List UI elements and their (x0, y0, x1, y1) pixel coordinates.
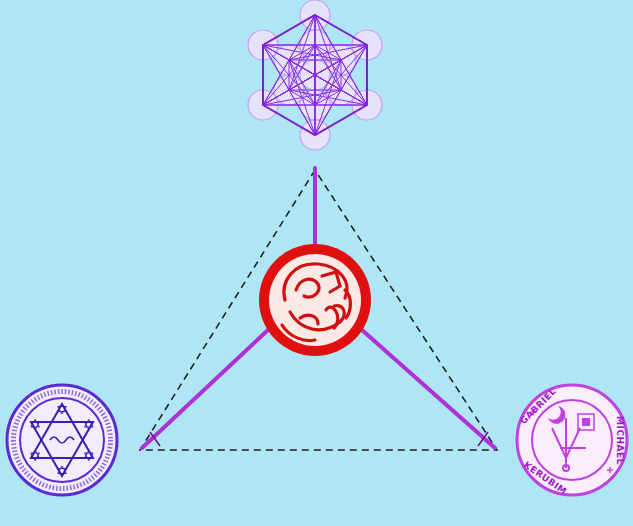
seal-sigil (282, 264, 350, 341)
small-star (85, 420, 94, 430)
seal-inner-ring (532, 400, 612, 480)
dashed-triangle (140, 170, 497, 450)
hexagram-seal (7, 385, 117, 495)
ring-inscription: GABRIEL (519, 387, 559, 427)
small-star (58, 404, 67, 414)
energy-beams (142, 168, 495, 448)
square-emblem (578, 414, 594, 430)
sigil-stroke (322, 272, 340, 292)
cube-line (263, 45, 367, 105)
archangel-seal (517, 385, 627, 495)
cube-line (289, 45, 367, 60)
sigil-stroke (560, 447, 586, 449)
emblem-square (578, 414, 594, 430)
seal-inner-ring (20, 398, 104, 482)
beam-tick (478, 432, 488, 446)
cube-line (263, 105, 367, 106)
sigil-stroke (300, 315, 318, 324)
sigil-stroke (284, 264, 347, 300)
hexagram-triangle (31, 422, 93, 476)
sigil-stroke (345, 290, 350, 318)
sigil-stroke (290, 306, 344, 330)
beam-ticks (150, 432, 488, 446)
sigil-stroke (326, 307, 338, 328)
small-star (31, 451, 40, 461)
hexagram-glyph (50, 437, 74, 443)
emblem-square (582, 418, 590, 426)
beam-line (313, 168, 317, 245)
seal-disc (259, 244, 371, 356)
sigil-stroke (563, 465, 569, 471)
cube-line (263, 45, 367, 105)
sigil-stroke (565, 418, 567, 468)
archangel-sigil (552, 418, 586, 471)
hexagram-triangle (31, 404, 93, 458)
ring-inscription: MICHAEL (615, 416, 624, 465)
small-stars (31, 404, 93, 476)
sigil-stroke (552, 428, 580, 458)
beam-line (142, 330, 268, 448)
ring-crosses (530, 409, 613, 473)
cross-stroke (609, 467, 611, 473)
central-seal (259, 244, 371, 356)
small-star (85, 451, 94, 461)
seal-outer-ring (7, 385, 117, 495)
cube-line (263, 45, 315, 105)
small-star (31, 420, 40, 430)
metatron-cube (248, 0, 382, 150)
beam-line (362, 330, 495, 448)
small-star (58, 466, 67, 476)
moon-symbol (548, 406, 565, 424)
ring-inscription: KERUBIM (522, 461, 568, 497)
seal-script-band (14, 392, 111, 489)
seal-outer-ring (517, 385, 627, 495)
seal-face (269, 254, 361, 346)
sigil-stroke (296, 279, 319, 297)
sigil-stroke (282, 325, 315, 340)
beam-tick (150, 432, 160, 446)
cube-line (263, 45, 315, 135)
cube-line (289, 60, 290, 90)
cube-hexagon (263, 15, 367, 135)
cube-line (263, 45, 367, 46)
